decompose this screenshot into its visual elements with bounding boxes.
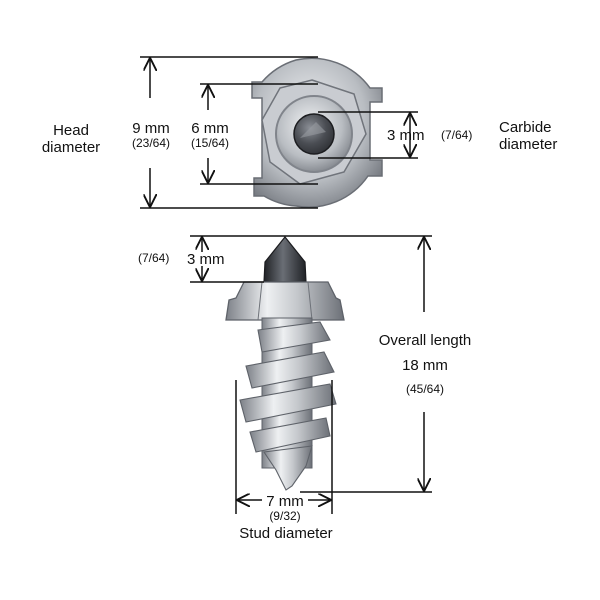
- hex-collar: [225, 281, 345, 321]
- carbide-tip: [263, 236, 307, 283]
- stud-diameter-value: 7 mm (9/32): [250, 493, 320, 524]
- overall-length-label: Overall length: [378, 332, 472, 349]
- carbide-diameter-label-line2: diameter: [499, 136, 558, 154]
- carbide-diameter-label: Carbide diameter: [499, 119, 557, 154]
- head-diameter-inch: (23/64): [131, 136, 171, 151]
- tip-height-mm: 3 mm: [187, 251, 225, 268]
- thread-2: [245, 351, 335, 389]
- inner-diameter-inch: (15/64): [190, 136, 230, 151]
- dimension-lines: [140, 56, 432, 514]
- thread-3: [239, 383, 337, 423]
- thread-4: [249, 417, 331, 453]
- carbide-diameter-label-line1: Carbide: [499, 119, 552, 136]
- carbide-diameter-inch: (7/64): [441, 128, 473, 142]
- screw-point: [263, 445, 313, 491]
- tip-height-inch: (7/64): [138, 251, 170, 265]
- head-diameter-mm: 9 mm: [132, 120, 170, 137]
- overall-length-mm: 18 mm: [402, 357, 448, 375]
- stud-diameter-label: Stud diameter: [239, 525, 333, 542]
- inner-diameter-value: 6 mm (15/64): [178, 120, 242, 151]
- overall-length-value: Overall length 18 mm (45/64): [360, 332, 490, 396]
- stud-diameter-mm: 7 mm: [266, 493, 304, 510]
- overall-length-inch: (45/64): [405, 381, 445, 396]
- stud-diameter-inch: (9/32): [269, 509, 301, 524]
- head-diameter-value: 9 mm (23/64): [118, 120, 184, 151]
- inner-diameter-mm: 6 mm: [191, 120, 229, 137]
- head-diameter-label: Head diameter: [34, 122, 108, 157]
- stud-top-view: [251, 57, 383, 208]
- head-diameter-label-line2: diameter: [41, 139, 101, 157]
- stud-side-view: [225, 236, 345, 491]
- thread-1: [257, 321, 331, 353]
- head-diameter-label-line1: Head: [53, 122, 89, 139]
- carbide-diameter-mm: 3 mm: [387, 127, 425, 144]
